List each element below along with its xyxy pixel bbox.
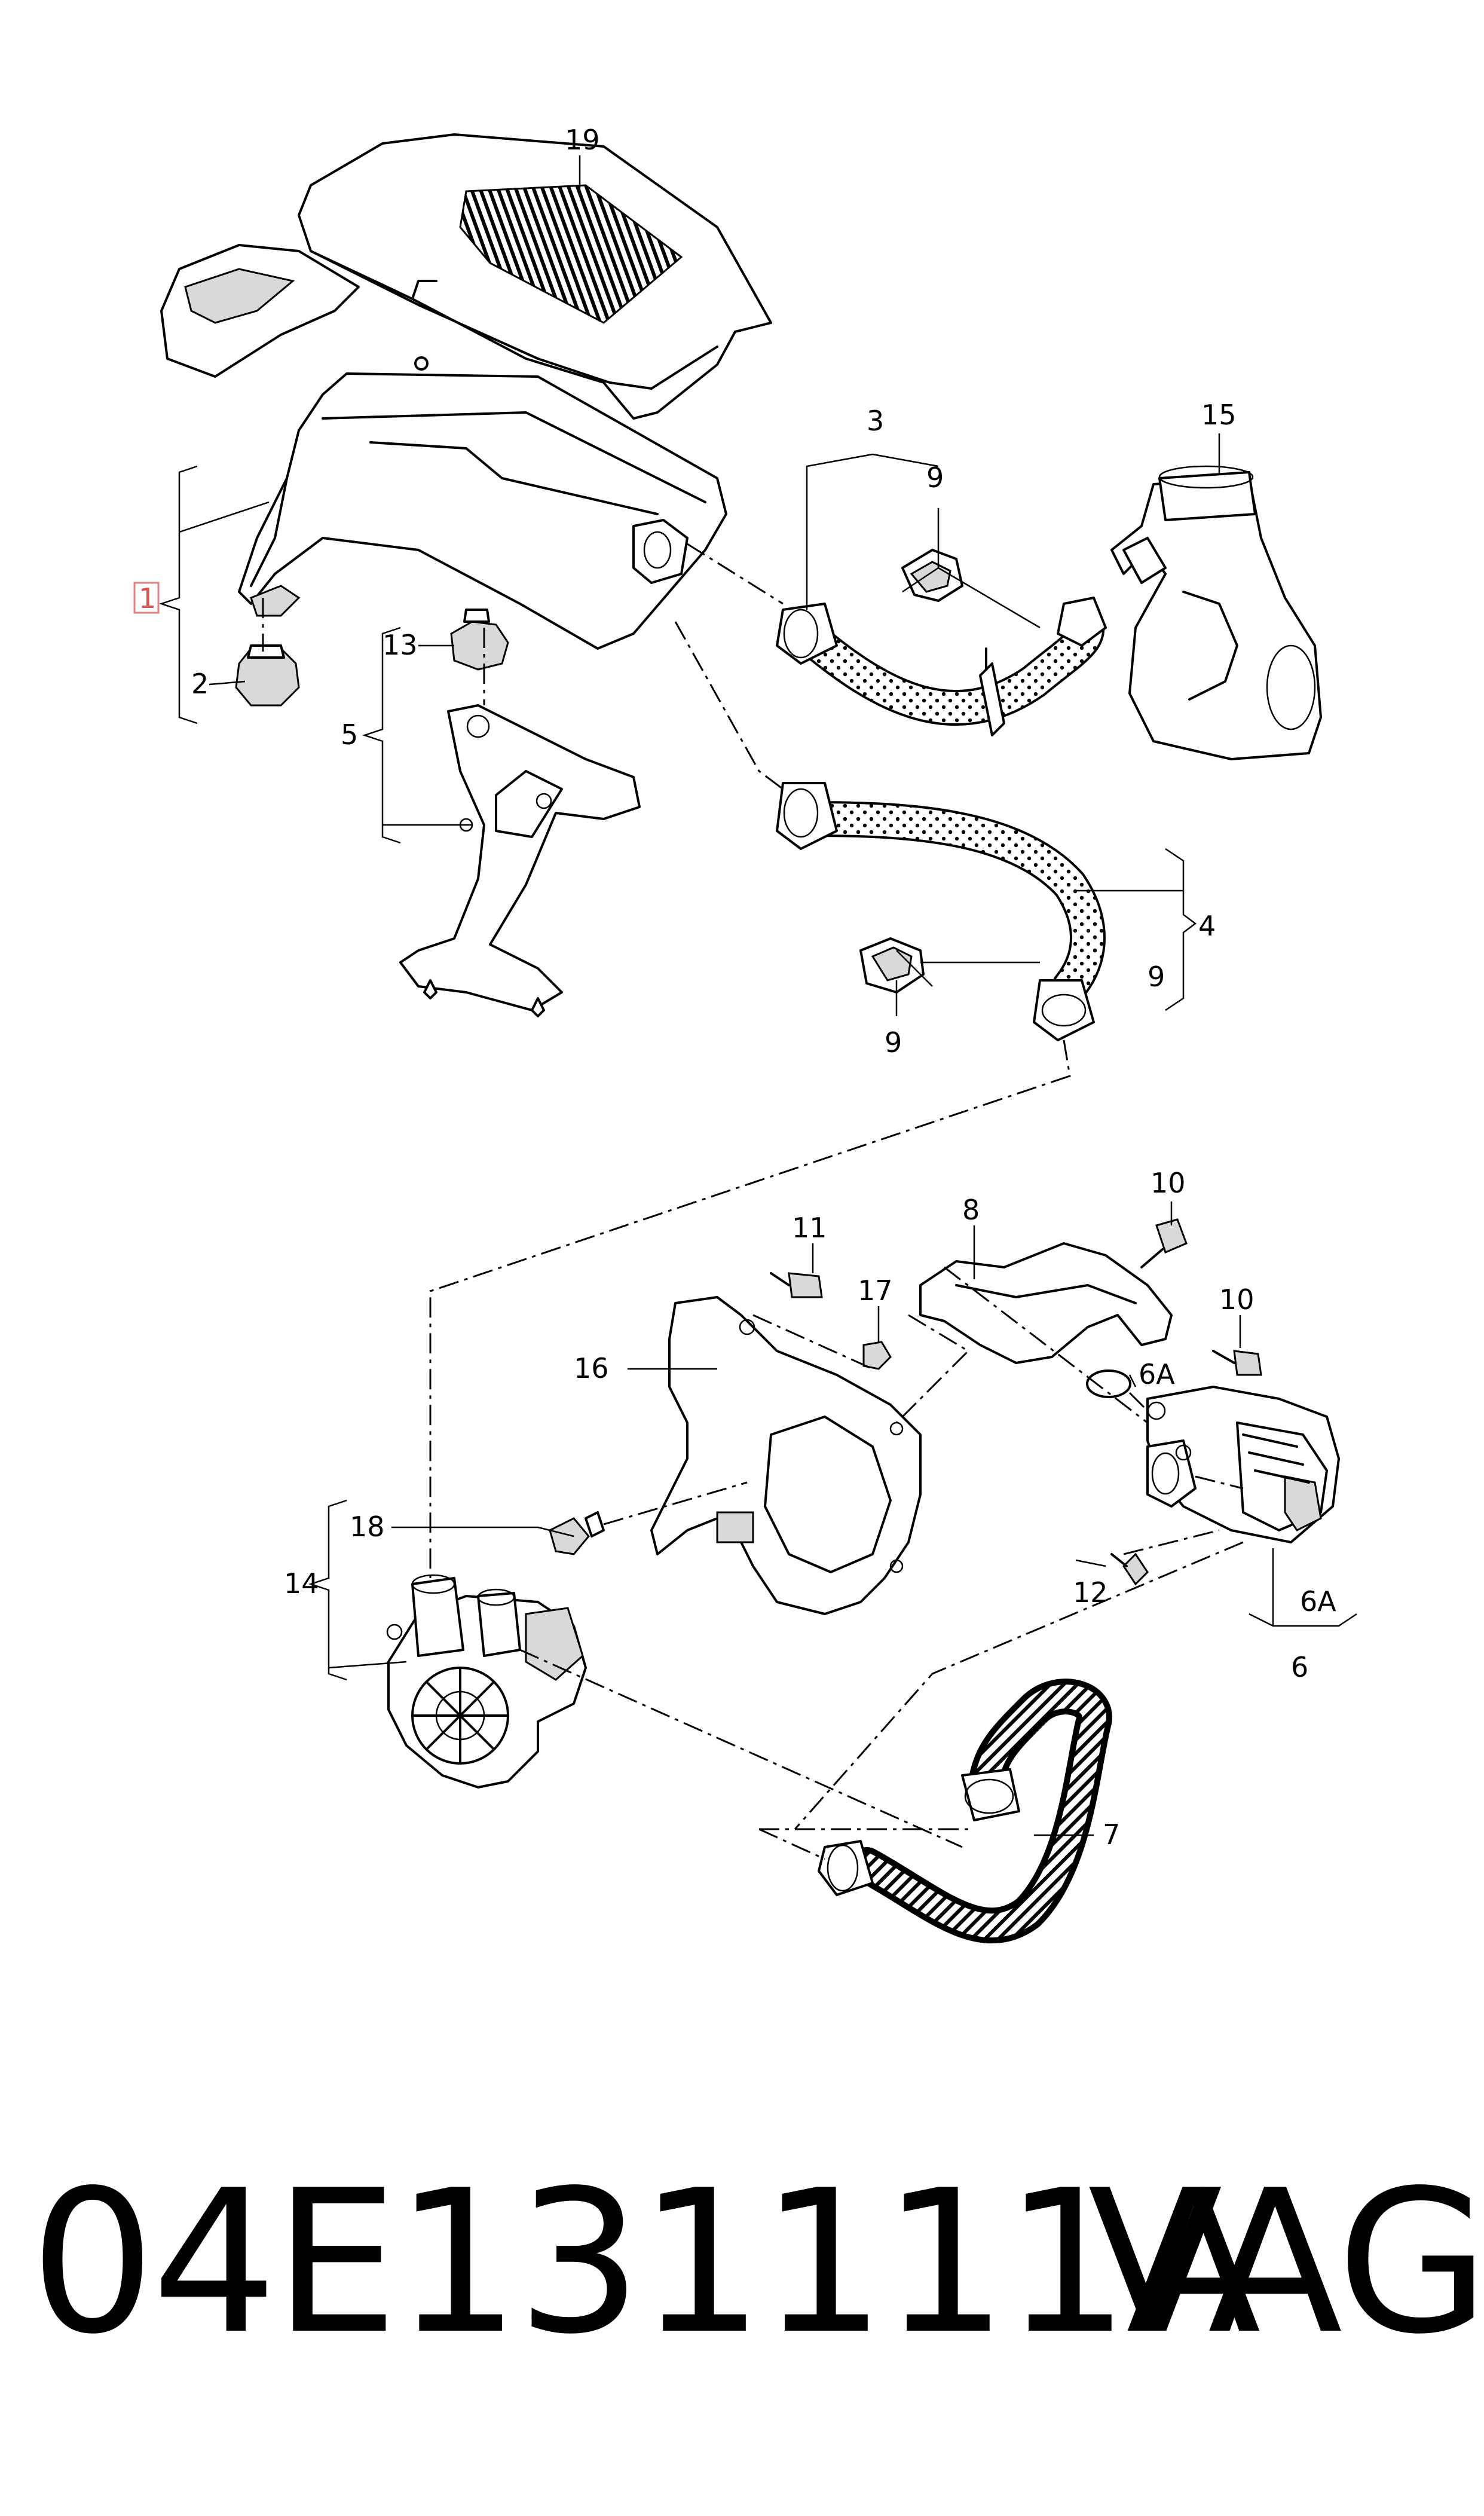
label-10-lower: 10 [1219,1283,1254,1316]
label-11: 11 [792,1212,827,1244]
nut-part-17 [862,1341,892,1370]
hose-part-4 [776,782,1106,1041]
bolt-part-12 [1110,1552,1149,1586]
label-18: 18 [350,1511,385,1543]
heat-shield-part-8 [919,1242,1173,1364]
o-ring-6a [1086,1369,1131,1398]
label-14: 14 [284,1567,319,1600]
reference-highlight-box [133,582,160,614]
label-9-upper: 9 [926,461,944,494]
clip-part-9-upper [901,549,963,602]
hose-part-3 [776,597,1107,736]
label-7: 7 [1103,1818,1120,1851]
grommet-part-13 [450,609,509,671]
label-4: 4 [1198,910,1216,942]
label-9-right: 9 [1148,961,1165,993]
label-9-lower: 9 [885,1026,902,1059]
assembly-lines [262,543,1244,1860]
engine-cover-part [160,133,772,420]
label-5: 5 [341,719,358,751]
grommet-part-2 [235,644,300,707]
label-1: 1 [139,582,156,615]
sensor-part-18 [549,1511,605,1555]
label-15: 15 [1201,399,1237,431]
combi-valve-part-6 [1146,1386,1340,1543]
label-6a-upper: 6A [1139,1358,1175,1390]
air-pump-part-14 [386,1574,587,1789]
exploded-parts-diagram: 19 3 15 9 1 13 2 5 4 9 9 10 11 8 17 10 1… [133,124,1357,1944]
bolt-part-10-lower [1212,1350,1262,1376]
bolt-part-10-upper [1140,1218,1188,1268]
intake-pipe-part-15 [1110,465,1322,760]
clip-part-9-lower [859,937,925,993]
label-2: 2 [191,668,209,700]
brand-name: VAG [1088,2148,1484,2377]
bolt-part-11 [770,1272,823,1298]
hose-part-7 [818,1679,1112,1944]
label-8: 8 [962,1194,980,1226]
label-3: 3 [867,405,884,437]
label-19: 19 [565,124,600,156]
part-number: 04E131111A [30,2148,1261,2377]
air-duct-part [238,356,727,650]
label-12: 12 [1073,1576,1108,1609]
label-13: 13 [383,629,418,661]
label-6a-lower: 6A [1300,1585,1336,1618]
label-17: 17 [858,1274,893,1307]
label-16: 16 [574,1352,609,1384]
label-10-upper: 10 [1151,1167,1186,1199]
gasket-plate-part-16 [650,1296,922,1615]
label-6: 6 [1291,1651,1308,1683]
leader-lines [159,155,1357,1836]
bracket-part-5 [399,704,641,1017]
